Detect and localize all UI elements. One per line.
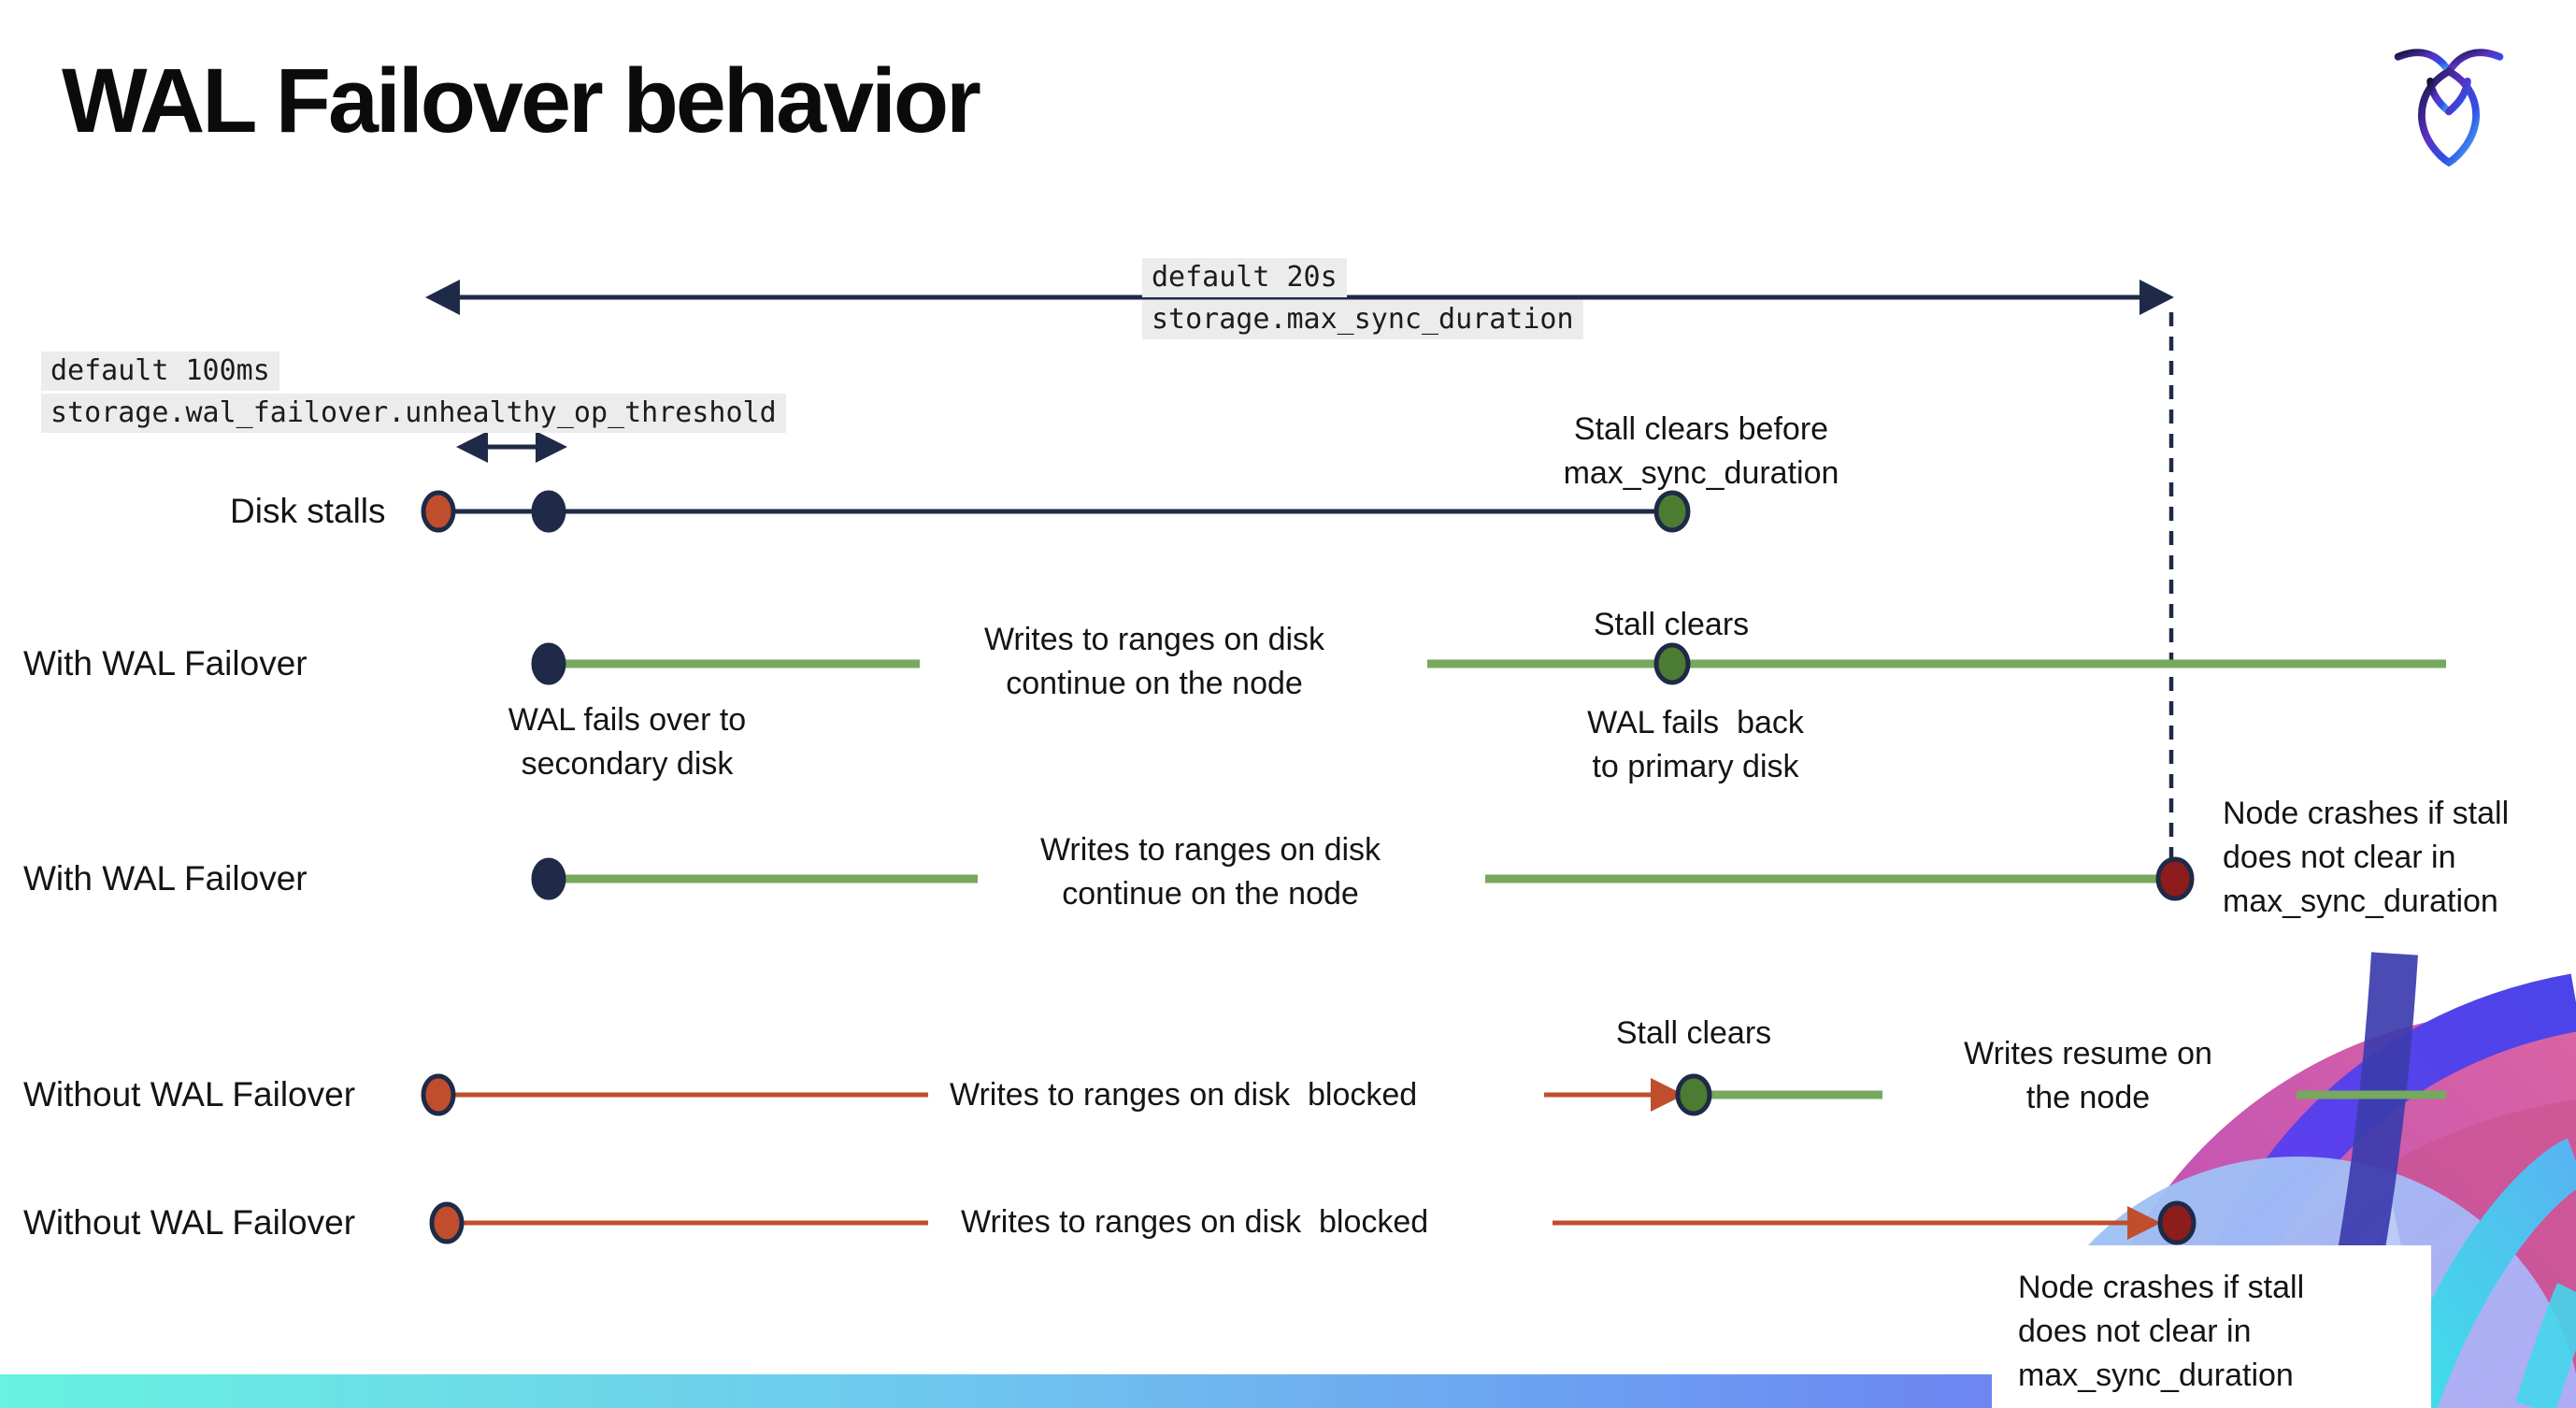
setting-default-value: default 100ms xyxy=(41,352,279,391)
annotation-stall-clears-2: Stall clears xyxy=(1615,1015,1772,1051)
page-title: WAL Failover behavior xyxy=(62,50,981,151)
timeline-without-wal-failover-2 xyxy=(429,1200,2197,1245)
stall-clears-dot xyxy=(1675,1073,1712,1116)
annotation-writes-continue-2: Writes to ranges on disk continue on the… xyxy=(1039,832,1381,912)
timeline-without-wal-failover-1 xyxy=(421,1073,2446,1116)
annotation-node-crashes-2: Node crashes if stall does not clear in … xyxy=(2018,1270,2305,1393)
stall-start-dot xyxy=(429,1201,465,1244)
setting-default-value: default 20s xyxy=(1142,258,1347,297)
annotation-writes-resume: Writes resume on the node xyxy=(1964,1036,2212,1115)
failover-dot xyxy=(531,642,566,685)
failover-dot xyxy=(531,857,566,900)
timeline-with-wal-failover-1 xyxy=(531,642,2446,685)
annotation-node-crashes-1: Node crashes if stall does not clear in … xyxy=(2223,796,2510,919)
blocked-arrowhead xyxy=(2127,1206,2161,1240)
annotation-writes-blocked-2: Writes to ranges on disk blocked xyxy=(961,1204,1429,1240)
stall-clears-dot xyxy=(1653,490,1691,533)
node-crash-callout-box: Node crashes if stall does not clear in … xyxy=(1992,1245,2431,1408)
timeline-disk-stalls xyxy=(421,490,1691,533)
max-sync-duration-arrow xyxy=(425,280,2174,315)
row-label-without-wal-failover-1: Without WAL Failover xyxy=(23,1075,356,1113)
annotation-stall-clears-1: Stall clears xyxy=(1593,607,1750,642)
row-label-with-wal-failover-2: With WAL Failover xyxy=(23,859,308,898)
blocked-arrowhead xyxy=(1651,1078,1684,1112)
stall-start-dot xyxy=(421,490,456,533)
row-label-without-wal-failover-2: Without WAL Failover xyxy=(23,1203,356,1242)
annotation-writes-continue-1: Writes to ranges on disk continue on the… xyxy=(983,622,1325,701)
node-crash-dot xyxy=(2157,1200,2197,1245)
setting-name: storage.wal_failover.unhealthy_op_thresh… xyxy=(41,394,786,433)
max-sync-duration-setting-label: default 20s storage.max_sync_duration xyxy=(1142,258,1583,339)
row-label-with-wal-failover-1: With WAL Failover xyxy=(23,644,308,682)
annotation-stall-clears-before: Stall clears before max_sync_duration xyxy=(1563,411,1839,491)
threshold-dot xyxy=(531,490,566,533)
setting-name: storage.max_sync_duration xyxy=(1142,300,1583,339)
annotation-wal-fails-over: WAL fails over to secondary disk xyxy=(508,702,747,782)
stall-clears-dot xyxy=(1653,642,1691,685)
stall-start-dot xyxy=(421,1073,456,1116)
timeline-with-wal-failover-2 xyxy=(531,856,2195,901)
annotation-wal-fails-back: WAL fails back to primary disk xyxy=(1587,705,1804,784)
annotation-writes-blocked-1: Writes to ranges on disk blocked xyxy=(950,1077,1418,1113)
node-crash-dot xyxy=(2155,856,2195,901)
row-label-disk-stalls: Disk stalls xyxy=(230,492,386,530)
unhealthy-op-threshold-arrow xyxy=(456,431,567,463)
unhealthy-op-threshold-setting-label: default 100ms storage.wal_failover.unhea… xyxy=(41,352,786,433)
cockroachdb-logo-icon xyxy=(2385,41,2512,168)
